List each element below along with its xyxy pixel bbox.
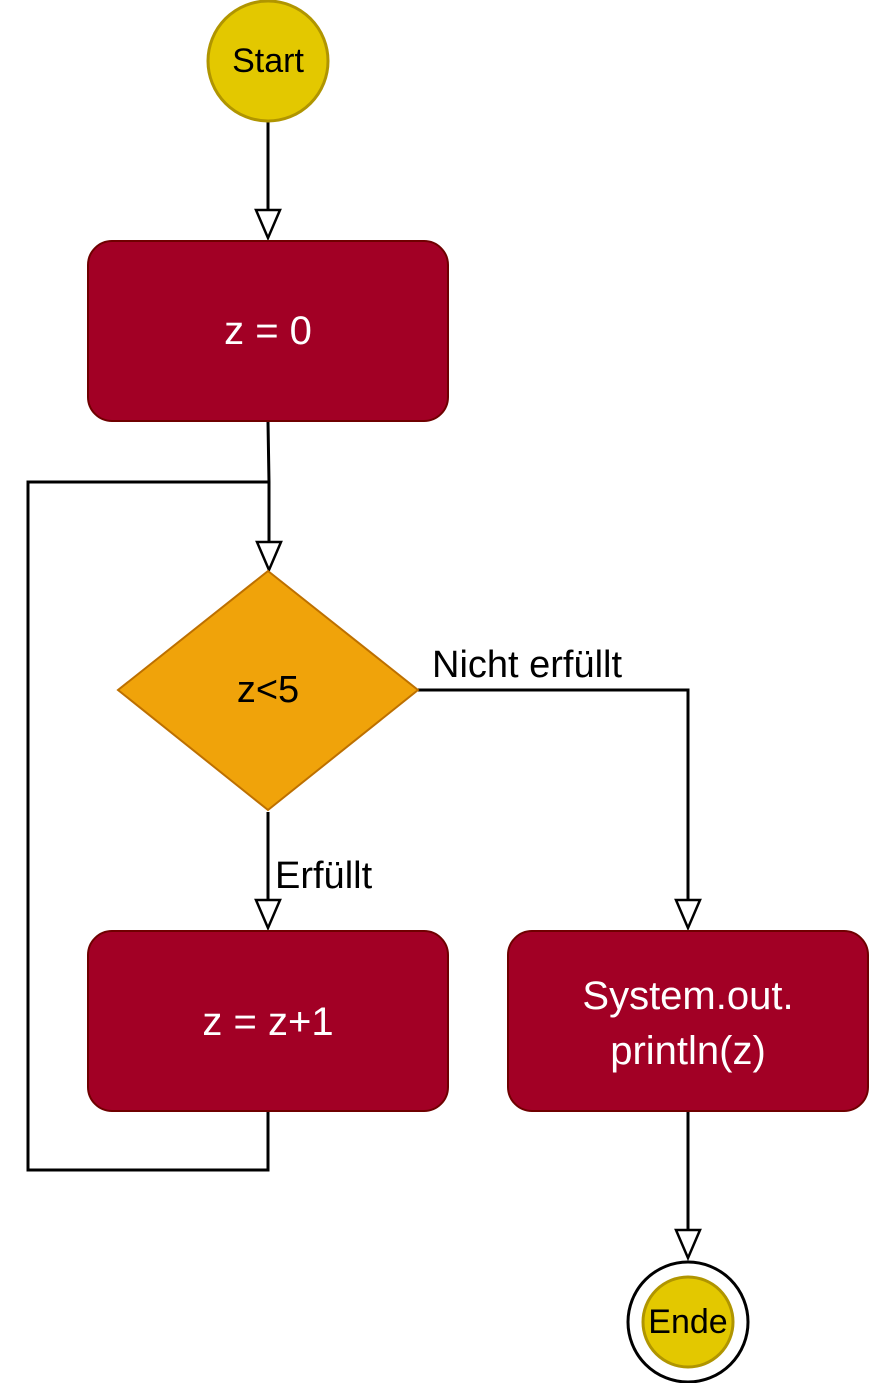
output-label-line1: System.out. [582,974,793,1018]
init-process-node: z = 0 [87,240,449,422]
condition-label: z<5 [237,669,299,711]
arrowhead-icon [255,540,283,574]
edge-label-false: Nicht erfüllt [432,644,622,686]
arrowhead-icon [674,898,702,932]
output-label-line2: println(z) [610,1029,766,1073]
increment-process-node: z = z+1 [87,930,449,1112]
edge-condition-false [418,688,702,932]
condition-decision-node: z<5 [116,569,420,812]
edge-label-true: Erfüllt [275,855,373,897]
arrowhead-icon [254,898,282,932]
edge-loop-back [26,480,270,1172]
increment-label: z = z+1 [202,1000,333,1044]
start-label: Start [232,42,304,80]
edge-start-to-init [254,121,282,242]
output-process-node: System.out. println(z) [507,930,869,1112]
edge-output-to-end [674,1111,702,1262]
end-label: Ende [648,1303,727,1341]
edge-condition-true [254,812,282,932]
arrowhead-icon [254,208,282,242]
init-label: z = 0 [224,309,312,353]
edge-init-to-condition [255,421,283,574]
end-node: Ende [626,1260,750,1383]
arrowhead-icon [674,1228,702,1262]
start-node: Start [206,0,330,123]
